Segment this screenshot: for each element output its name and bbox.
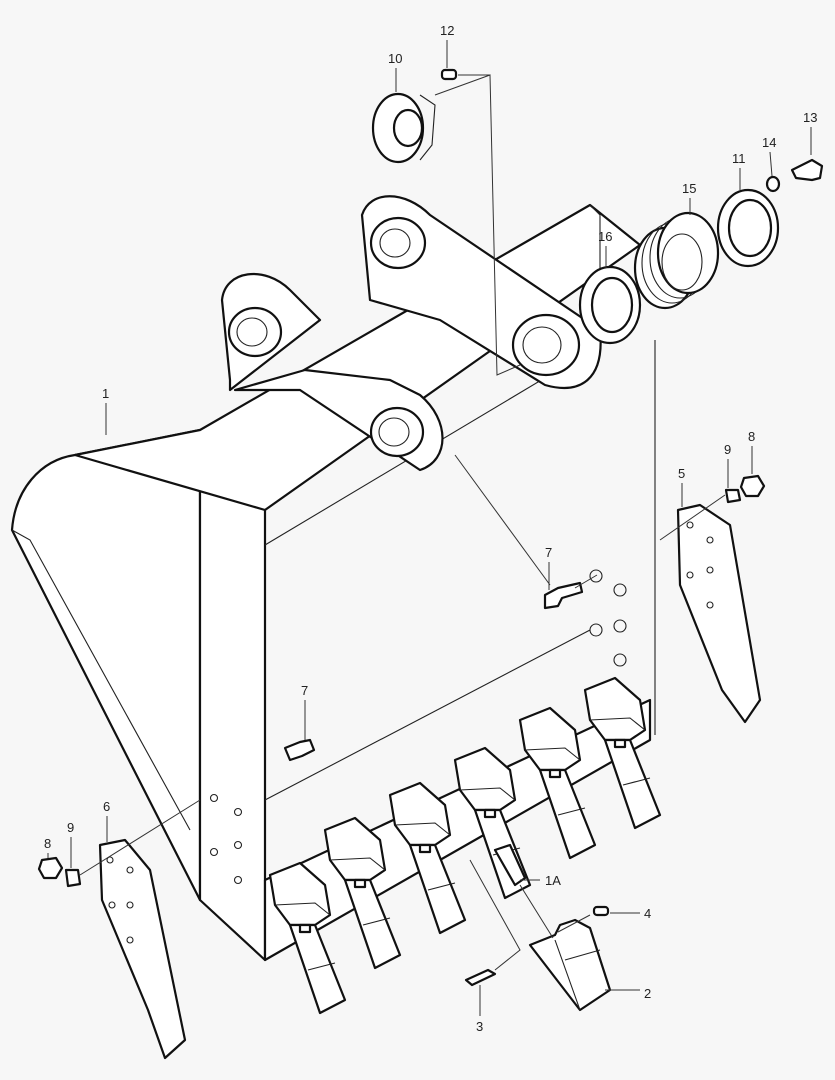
pin-12 xyxy=(440,68,458,81)
callout-7-right: 7 xyxy=(545,545,552,560)
washer-9-right xyxy=(724,488,742,504)
adapter-1a xyxy=(493,843,527,887)
leader-lines xyxy=(47,40,812,1016)
callout-labels: 12 10 13 14 11 15 16 1 9 8 5 7 7 6 9 8 1… xyxy=(44,23,817,1034)
side-cutter-6 xyxy=(98,838,187,1060)
callout-9-right: 9 xyxy=(724,442,731,457)
bolt-13 xyxy=(790,158,824,182)
ring-11 xyxy=(716,188,780,268)
pin-4 xyxy=(592,905,610,917)
ring-16 xyxy=(578,265,642,345)
callout-1: 1 xyxy=(102,386,109,401)
tooth-2 xyxy=(528,918,612,1012)
bolt-7-right xyxy=(543,581,584,610)
callout-9-left: 9 xyxy=(67,820,74,835)
callout-5: 5 xyxy=(678,466,685,481)
callout-13: 13 xyxy=(803,110,817,125)
side-cutter-5 xyxy=(676,503,762,724)
retainer-3 xyxy=(464,968,497,987)
washer-14 xyxy=(765,175,781,193)
callout-6: 6 xyxy=(103,799,110,814)
bushing-10 xyxy=(371,92,436,164)
nut-8-left xyxy=(37,856,64,880)
callout-11: 11 xyxy=(732,151,746,166)
callout-8-right: 8 xyxy=(748,429,755,444)
callout-7-left: 7 xyxy=(301,683,308,698)
callout-8-left: 8 xyxy=(44,836,51,851)
callout-2: 2 xyxy=(644,986,651,1001)
washer-9-left xyxy=(64,868,82,888)
shim-stack-15 xyxy=(633,211,720,310)
callout-10: 10 xyxy=(388,51,402,66)
bolt-7-left xyxy=(283,738,316,762)
callout-4: 4 xyxy=(644,906,651,921)
callout-15: 15 xyxy=(682,181,696,196)
callout-3: 3 xyxy=(476,1019,483,1034)
callout-16: 16 xyxy=(598,229,612,244)
callout-12: 12 xyxy=(440,23,454,38)
nut-8-right xyxy=(739,474,766,498)
callout-14: 14 xyxy=(762,135,776,150)
callout-1a: 1A xyxy=(545,873,561,888)
mounting-lugs xyxy=(220,195,602,472)
